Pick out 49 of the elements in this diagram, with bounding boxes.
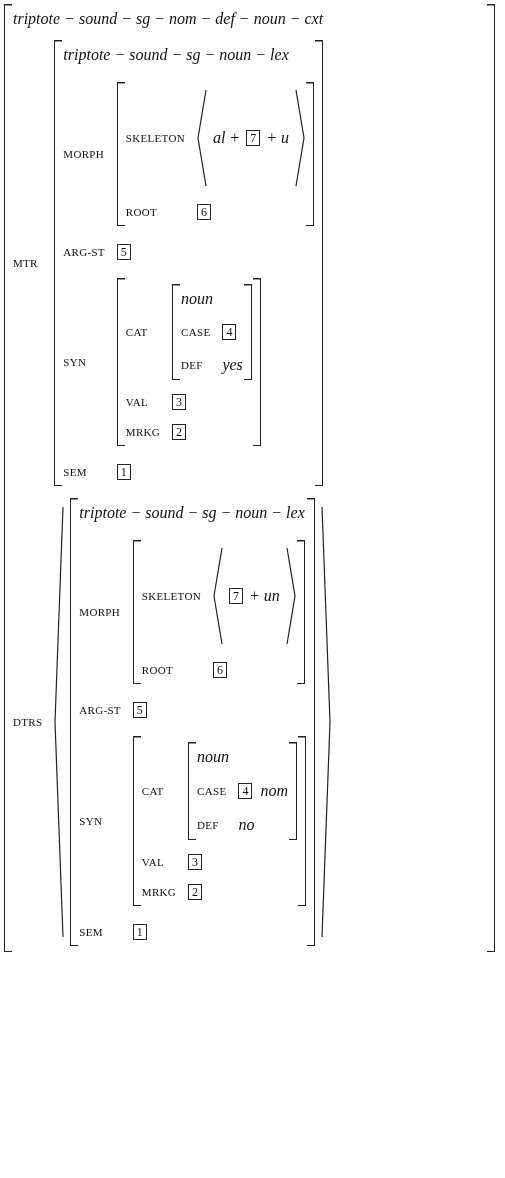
feature-name: MORPH: [79, 606, 121, 618]
feature-name: CASE: [197, 785, 227, 797]
tag-box: 6: [196, 204, 211, 220]
feature-name: SEM: [63, 466, 88, 478]
tag-box: 7: [228, 588, 243, 604]
feature-value: no: [238, 816, 255, 834]
tag-box: 4: [238, 783, 253, 799]
tag-box: 5: [132, 702, 147, 718]
feature-name: ROOT: [141, 664, 174, 676]
feature-name: SYN: [79, 815, 104, 827]
feature-name: ARG-ST: [79, 704, 121, 716]
feature-name: ROOT: [125, 206, 158, 218]
feature-name: DTRS: [13, 716, 43, 728]
feature-name: SYN: [63, 356, 88, 368]
feature-name: DEF: [197, 819, 220, 831]
tag-box: 5: [116, 244, 131, 260]
feature-value: + un: [248, 587, 280, 605]
feature-value: noun: [197, 748, 231, 766]
tag-box: 1: [116, 464, 131, 480]
feature-name: CASE: [181, 326, 211, 338]
tag-box: 6: [212, 662, 227, 678]
tag-box: 7: [246, 130, 261, 146]
feature-name: SKELETON: [125, 132, 185, 144]
feature-name: ARG-ST: [63, 246, 105, 258]
tag-box: 1: [132, 924, 147, 940]
tag-box: 4: [222, 324, 237, 340]
feature-name: CAT: [125, 326, 149, 338]
type-label: triptote − sound − sg − noun − lex: [79, 504, 306, 522]
feature-value: nom: [260, 782, 288, 800]
feature-name: SKELETON: [141, 590, 201, 602]
type-label: triptote − sound − sg − nom − def − noun − cxt: [13, 10, 325, 28]
feature-name: MRKG: [141, 886, 177, 898]
feature-name: CAT: [141, 785, 165, 797]
feature-name: SEM: [79, 926, 104, 938]
feature-name: VAL: [125, 396, 149, 408]
feature-value: al +: [212, 129, 241, 147]
feature-value: yes: [222, 356, 243, 374]
feature-value: noun: [181, 290, 215, 308]
tag-box: 3: [172, 394, 187, 410]
feature-name: DEF: [181, 359, 204, 371]
type-label: triptote − sound − sg − noun − lex: [63, 46, 290, 64]
feature-name: MTR: [13, 257, 39, 269]
feature-name: MRKG: [125, 426, 161, 438]
feature-name: MORPH: [63, 148, 105, 160]
tag-box: 2: [172, 424, 187, 440]
tag-box: 3: [188, 854, 203, 870]
tag-box: 2: [188, 884, 203, 900]
feature-value: + u: [266, 129, 289, 147]
feature-name: VAL: [141, 856, 165, 868]
